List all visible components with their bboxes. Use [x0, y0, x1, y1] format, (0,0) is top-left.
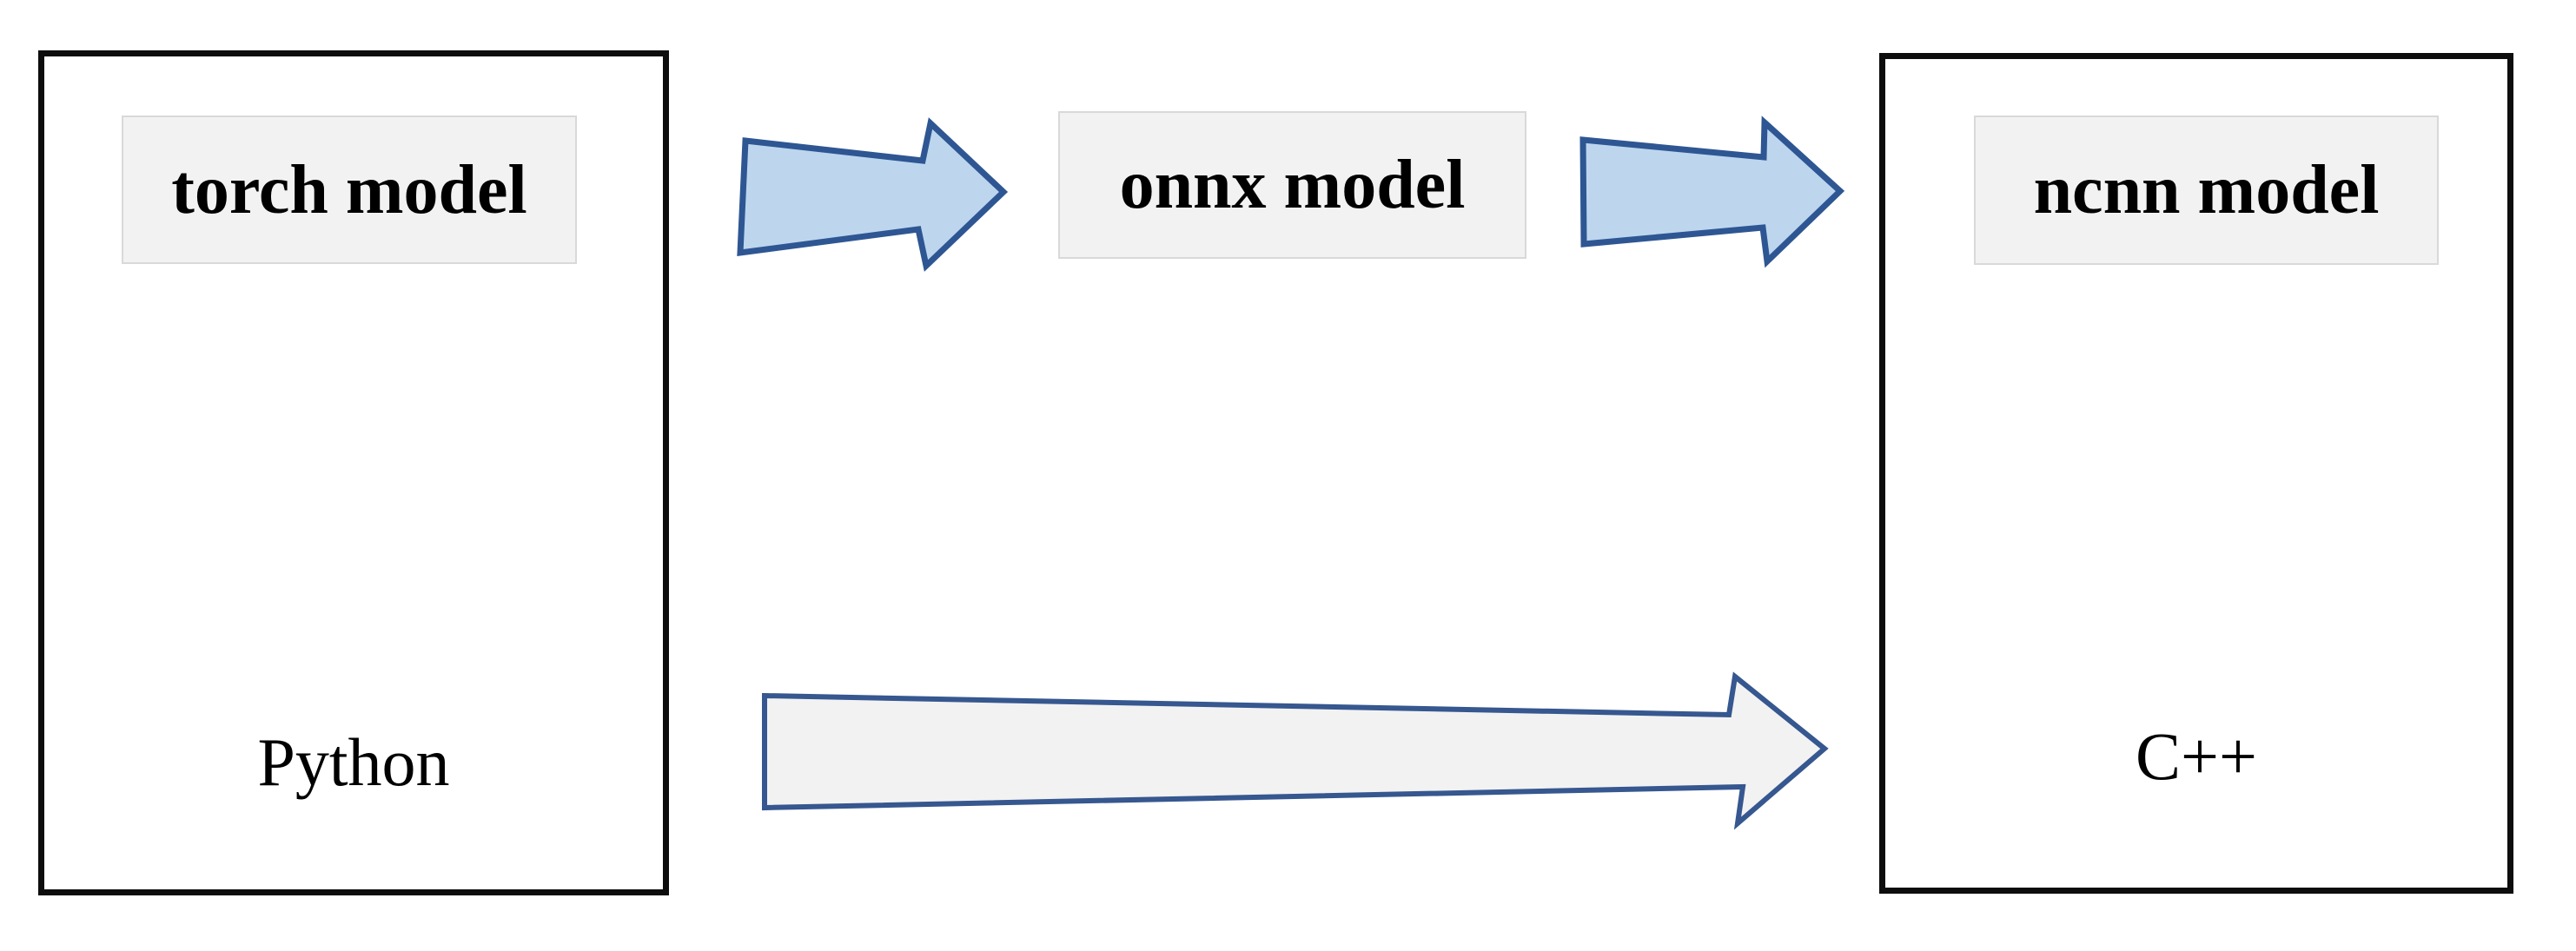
torch-to-onnx-arrow-icon: [737, 117, 1009, 272]
ncnn-model-node: ncnn model: [1974, 116, 2439, 265]
ncnn-model-label: ncnn model: [2033, 152, 2380, 228]
python-label-text: Python: [257, 724, 450, 800]
python-runtime-label: Python: [38, 719, 669, 806]
cpp-runtime-label: C++: [1879, 713, 2513, 800]
cpp-label-text: C++: [2135, 718, 2257, 794]
torch-model-label: torch model: [171, 151, 527, 228]
onnx-to-ncnn-arrow-icon: [1579, 116, 1845, 268]
torch-model-node: torch model: [122, 116, 577, 264]
python-to-cpp-arrow-icon: [762, 671, 1829, 830]
onnx-model-node: onnx model: [1058, 111, 1526, 259]
onnx-model-label: onnx model: [1119, 147, 1466, 223]
